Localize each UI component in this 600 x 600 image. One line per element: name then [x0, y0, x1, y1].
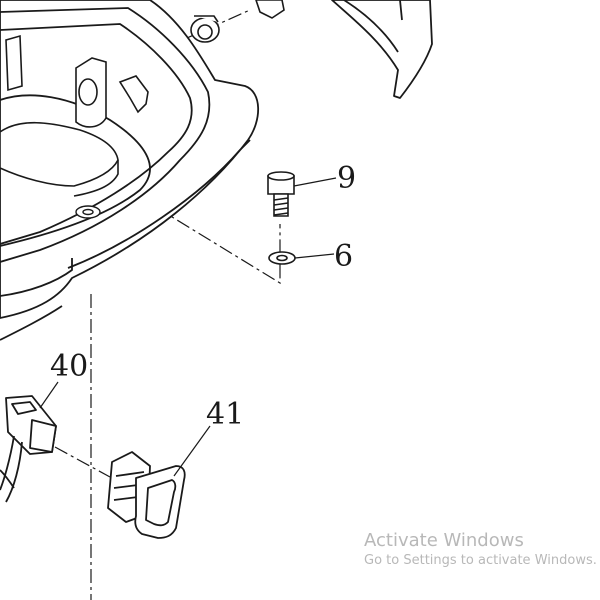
bolt-thread — [273, 197, 289, 216]
bracket-inner-edge — [343, 0, 399, 53]
callout-grommet: 41 — [206, 397, 244, 432]
housing-boss — [5, 34, 149, 128]
leader-bolt — [293, 177, 337, 187]
bushing-body — [194, 15, 219, 23]
center-line-top-right — [159, 9, 251, 51]
grommet-opening — [145, 479, 177, 527]
callout-bolt: 9 — [337, 161, 356, 196]
top-right-bracket — [331, 0, 433, 99]
leader-grommet — [173, 425, 211, 477]
connector — [0, 395, 57, 503]
leader-connector — [39, 381, 59, 409]
housing-floor — [0, 94, 151, 247]
connector-wire-1 — [0, 435, 15, 491]
nut-body — [255, 0, 285, 19]
washer-inner — [276, 254, 288, 262]
pad-side — [73, 160, 119, 197]
housing-inner-rim — [0, 7, 211, 263]
housing-tab-left — [5, 34, 23, 92]
callout-connector: 40 — [50, 349, 88, 384]
bolt — [267, 171, 295, 217]
top-bushing — [190, 15, 220, 43]
bracket-rib — [399, 0, 403, 21]
watermark-title: Activate Windows — [364, 530, 524, 551]
housing-holes — [75, 205, 101, 219]
connector-latch — [11, 401, 37, 415]
watermark-subtitle: Go to Settings to activate Windows. — [364, 553, 597, 568]
housing-lower-edge — [0, 305, 63, 341]
center-line-connector — [54, 446, 111, 478]
connector-face — [29, 419, 57, 453]
bushing-bore — [197, 24, 213, 40]
connector-wire-2 — [5, 441, 23, 503]
callout-washer: 6 — [334, 239, 353, 274]
leader-washer — [294, 253, 335, 259]
bolt-head-top — [267, 171, 295, 181]
leader-lines — [39, 177, 337, 477]
housing-pad — [0, 121, 119, 197]
housing-body — [0, 0, 260, 341]
washer — [268, 251, 296, 265]
boss-hole — [78, 78, 98, 106]
housing-flange — [67, 139, 251, 269]
housing-inner-rim-2 — [0, 23, 193, 245]
housing-clip — [118, 75, 149, 114]
housing-flange-lower — [0, 258, 73, 297]
connector-wire-3 — [0, 469, 15, 489]
top-nut — [255, 0, 285, 19]
center-line-diagonal — [91, 167, 281, 285]
bracket-outer — [331, 0, 433, 99]
activation-watermark: Activate Windows Go to Settings to activ… — [364, 530, 597, 570]
grommet — [107, 451, 186, 539]
housing-hole-1-inner — [82, 208, 94, 216]
